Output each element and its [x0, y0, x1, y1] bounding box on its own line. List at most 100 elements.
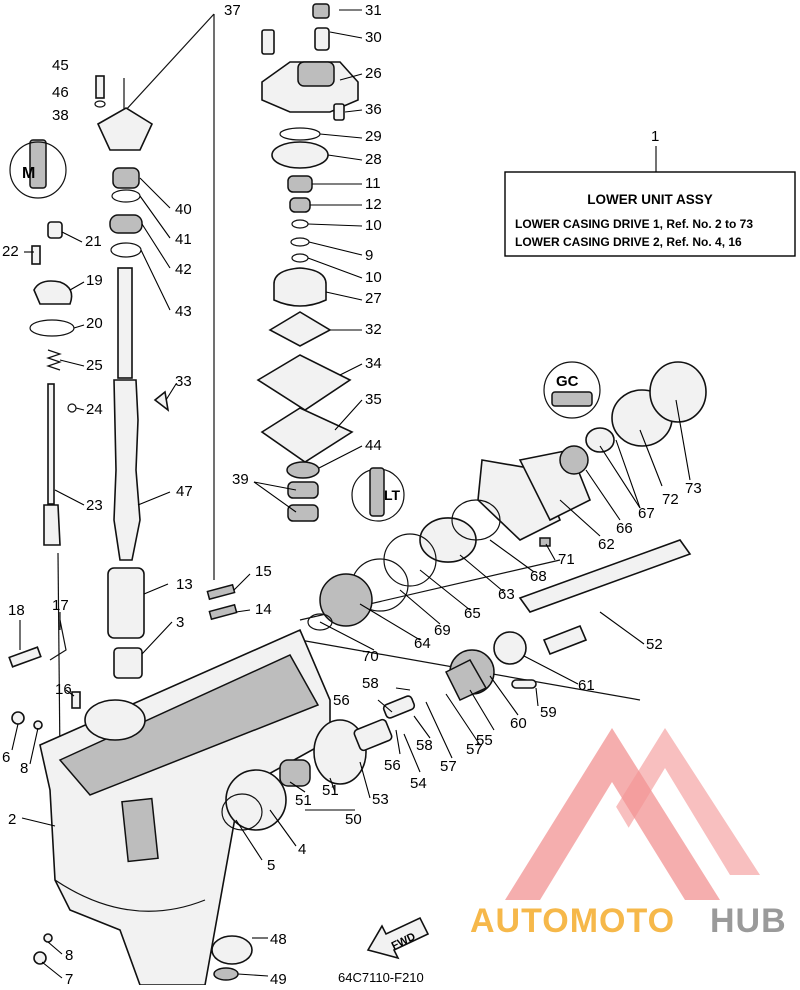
callout-38: 38 — [52, 107, 69, 124]
callout-23: 23 — [86, 497, 103, 514]
callout-32: 32 — [365, 321, 382, 338]
water-pump-stack — [256, 3, 359, 522]
callout-57: 57 — [466, 741, 483, 758]
callout-21: 21 — [85, 233, 102, 250]
callout-25: 25 — [86, 357, 103, 374]
callout-58: 58 — [362, 675, 379, 692]
callout-48: 48 — [270, 931, 287, 948]
callout-65: 65 — [464, 605, 481, 622]
callout-30: 30 — [365, 29, 382, 46]
callout-56: 56 — [384, 757, 401, 774]
callout-15: 15 — [255, 563, 272, 580]
callout-9: 9 — [365, 247, 373, 264]
detail-mark-m: M — [22, 165, 35, 182]
callout-66: 66 — [616, 520, 633, 537]
callout-13: 13 — [176, 576, 193, 593]
callout-31: 31 — [365, 2, 382, 19]
callout-11: 11 — [365, 175, 381, 192]
watermark-text: AUTOMOTO HUB — [470, 902, 787, 940]
watermark-part2: HUB — [710, 902, 787, 940]
fwd-arrow: FWD — [366, 916, 430, 960]
shift-rod-assembly — [8, 139, 81, 965]
callout-3: 3 — [176, 614, 184, 631]
callout-45: 45 — [52, 57, 69, 74]
callout-44: 44 — [365, 437, 382, 454]
callout-71: 71 — [558, 551, 575, 568]
lower-casing — [39, 628, 331, 986]
assembly-line-2: LOWER CASING DRIVE 2, Ref. No. 4, 16 — [515, 235, 742, 249]
callout-33: 33 — [175, 373, 192, 390]
assembly-title: LOWER UNIT ASSY — [587, 192, 713, 207]
callout-35: 35 — [365, 391, 382, 408]
callout-73: 73 — [685, 480, 702, 497]
callout-67: 67 — [638, 505, 655, 522]
detail-mark-lt-label: LT — [384, 487, 401, 503]
callout-6: 6 — [2, 749, 10, 766]
callout-34: 34 — [365, 355, 382, 372]
detail-mark-lt: LT — [351, 467, 405, 522]
callout-47: 47 — [176, 483, 193, 500]
drive-shaft-column — [94, 75, 238, 679]
callout-17: 17 — [52, 597, 69, 614]
callout-56: 56 — [333, 692, 350, 709]
callout-22: 22 — [2, 243, 19, 260]
callout-59: 59 — [540, 704, 557, 721]
callout-64: 64 — [414, 635, 431, 652]
callout-10: 10 — [365, 269, 382, 286]
callout-10: 10 — [365, 217, 382, 234]
callout-55: 55 — [476, 732, 493, 749]
callout-54: 54 — [410, 775, 427, 792]
callout-52: 52 — [646, 636, 663, 653]
callout-5: 5 — [267, 857, 275, 874]
callout-28: 28 — [365, 151, 382, 168]
detail-mark-gc-label: GC — [556, 373, 579, 390]
callout-37: 37 — [224, 2, 241, 19]
callout-36: 36 — [365, 101, 382, 118]
assembly-info-box: 1 LOWER UNIT ASSY LOWER CASING DRIVE 1, … — [504, 128, 796, 257]
callout-8: 8 — [20, 760, 28, 777]
callout-70: 70 — [362, 648, 379, 665]
callout-41: 41 — [175, 231, 192, 248]
callout-69: 69 — [434, 622, 451, 639]
callout-8: 8 — [65, 947, 73, 964]
callout-40: 40 — [175, 201, 192, 218]
watermark-logo — [505, 728, 760, 900]
leader-lines — [11, 9, 691, 979]
assembly-line-1: LOWER CASING DRIVE 1, Ref. No. 2 to 73 — [515, 217, 753, 231]
callout-24: 24 — [86, 401, 103, 418]
callout-42: 42 — [175, 261, 192, 278]
callout-20: 20 — [86, 315, 103, 332]
callout-18: 18 — [8, 602, 25, 619]
callout-14: 14 — [255, 601, 272, 618]
watermark-part1: AUTOMOTO — [470, 902, 675, 940]
callout-46: 46 — [52, 84, 69, 101]
callout-43: 43 — [175, 303, 192, 320]
callout-72: 72 — [662, 491, 679, 508]
callout-58: 58 — [416, 737, 433, 754]
callout-39: 39 — [232, 471, 249, 488]
detail-mark-gc: GC — [543, 361, 601, 419]
callout-2: 2 — [8, 811, 16, 828]
callout-12: 12 — [365, 196, 382, 213]
callout-19: 19 — [86, 272, 103, 289]
callout-63: 63 — [498, 586, 515, 603]
callout-49: 49 — [270, 971, 287, 985]
callout-29: 29 — [365, 128, 382, 145]
gear-group — [211, 659, 488, 981]
callout-60: 60 — [510, 715, 527, 732]
assembly-ref-number: 1 — [651, 128, 659, 145]
callout-4: 4 — [298, 841, 306, 858]
callout-27: 27 — [365, 290, 382, 307]
callout-50: 50 — [345, 811, 362, 828]
callout-68: 68 — [530, 568, 547, 585]
detail-mark-m-label: M — [22, 165, 35, 182]
callout-51: 51 — [295, 792, 312, 809]
callout-57: 57 — [440, 758, 457, 775]
callout-7: 7 — [65, 971, 73, 985]
drawing-code: 64C7110-F210 — [338, 970, 424, 985]
callout-51: 51 — [322, 782, 339, 799]
callout-53: 53 — [372, 791, 389, 808]
